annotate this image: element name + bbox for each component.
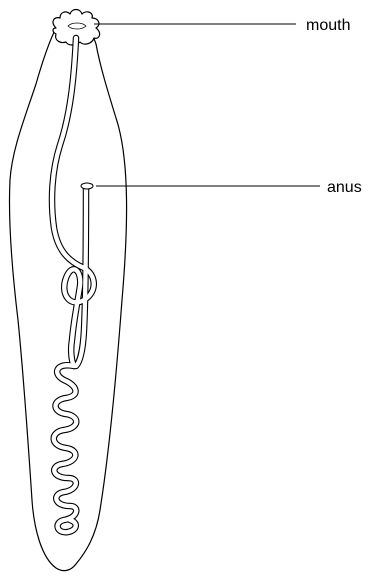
mouth-label: mouth — [306, 17, 350, 34]
anus-opening — [81, 183, 93, 189]
anus-label: anus — [327, 179, 362, 196]
